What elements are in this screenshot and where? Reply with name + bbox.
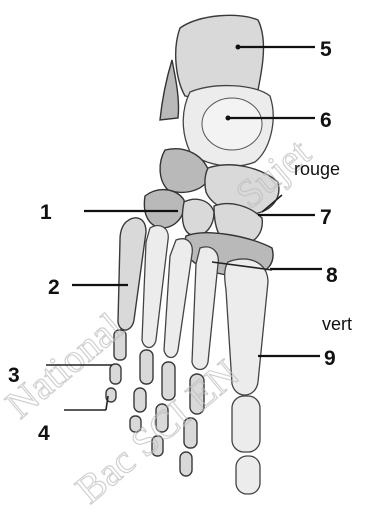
medial-cuneiform xyxy=(144,190,184,228)
label-rouge: rouge xyxy=(294,159,340,179)
metatarsal-3 xyxy=(164,239,192,358)
label-2: 2 xyxy=(48,276,60,299)
intermediate-cuneiform xyxy=(182,199,214,236)
metatarsal-5 xyxy=(118,218,146,330)
label-4: 4 xyxy=(38,422,50,445)
label-5: 5 xyxy=(320,38,332,61)
metatarsal-2 xyxy=(192,247,218,370)
leader-5-dot xyxy=(236,45,241,50)
label-6: 6 xyxy=(320,109,332,132)
leader-6-dot xyxy=(226,116,231,121)
label-3: 3 xyxy=(8,364,20,387)
calcaneus-shadow xyxy=(160,60,179,120)
talus-head xyxy=(202,98,262,150)
label-vert: vert xyxy=(322,314,352,334)
label-7: 7 xyxy=(320,206,332,229)
label-8: 8 xyxy=(326,264,338,287)
toe-1 xyxy=(232,396,260,494)
watermark: National Sujet Bac SCI EN xyxy=(0,130,319,512)
label-1: 1 xyxy=(40,201,52,224)
watermark-line3: Bac SCI EN xyxy=(67,350,247,512)
metatarsal-4 xyxy=(142,226,168,348)
label-9: 9 xyxy=(324,347,336,370)
